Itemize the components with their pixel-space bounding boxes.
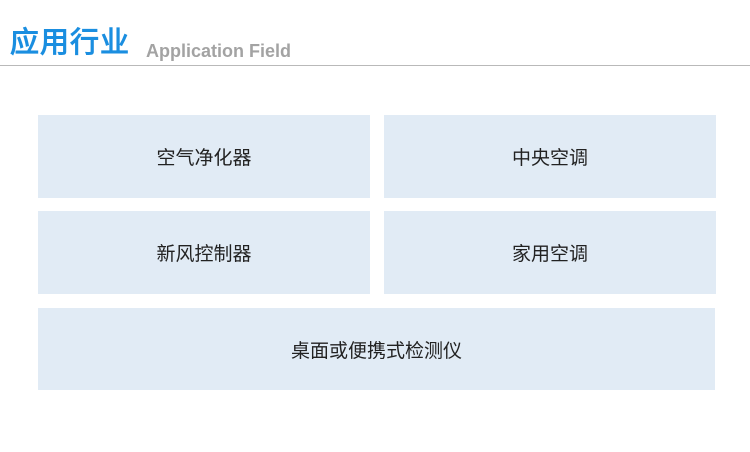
- application-tile-label: 中央空调: [511, 147, 588, 169]
- application-tile-central-ac: 中央空调: [384, 115, 716, 198]
- application-tile-label: 空气净化器: [156, 147, 252, 169]
- application-tile-label: 家用空调: [511, 243, 588, 265]
- application-tile-fresh-air-controller: 新风控制器: [38, 211, 370, 294]
- application-tile-home-ac: 家用空调: [384, 211, 716, 294]
- section-subtitle: Application Field: [146, 41, 292, 61]
- application-tile-air-purifier: 空气净化器: [38, 115, 370, 198]
- application-tile-label: 新风控制器: [156, 243, 252, 265]
- section-title: 应用行业: [10, 25, 131, 59]
- application-tile-label: 桌面或便携式检测仪: [290, 339, 462, 362]
- section-header: 应用行业 Application Field: [0, 0, 750, 66]
- header-divider: [0, 65, 750, 66]
- application-tile-portable-detector: 桌面或便携式检测仪: [38, 308, 715, 390]
